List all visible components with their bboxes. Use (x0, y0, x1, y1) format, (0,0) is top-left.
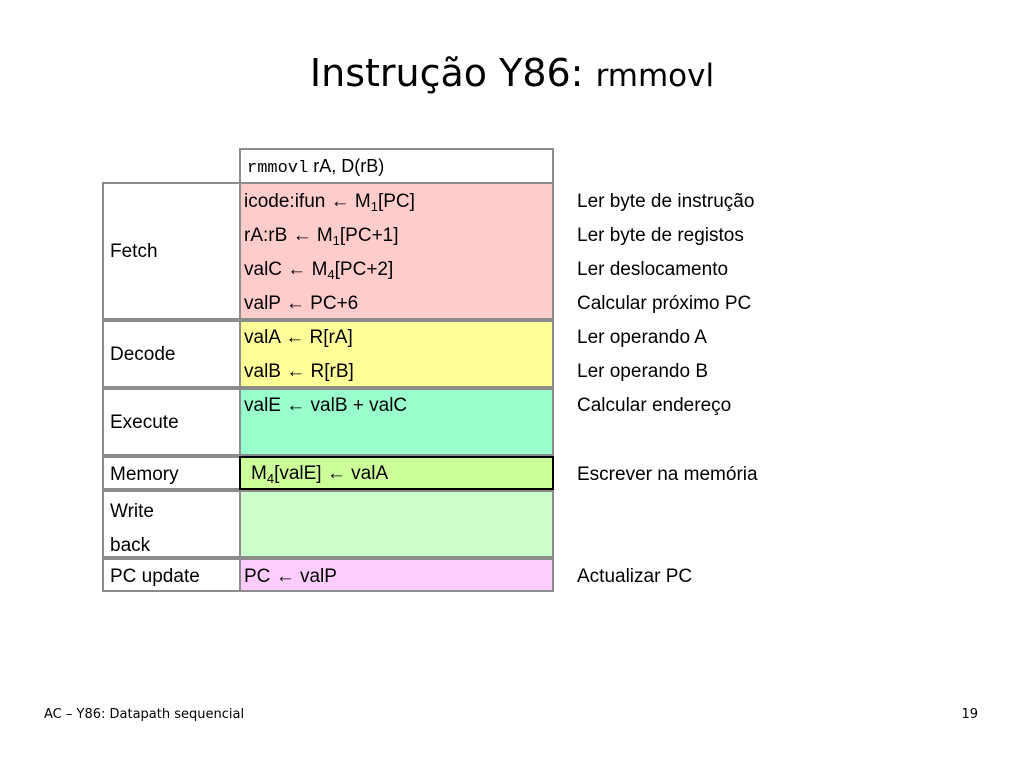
arrow-icon: ← (285, 327, 305, 348)
arrow-icon: ← (275, 566, 295, 587)
stage-decode-label: Decode (110, 344, 176, 365)
title-sub: rmmovl (595, 58, 715, 94)
desc-fetch-2: Ler byte de registos (577, 225, 744, 246)
stage-writeback-label-2: back (110, 535, 151, 556)
stage-memory-label: Memory (110, 464, 179, 485)
stage-writeback-label-1: Write (110, 501, 154, 522)
stage-pc-update: PC update (102, 558, 240, 592)
op-pc-update-1: PC ← valP (244, 566, 337, 587)
instruction-header: rmmovl rA, D(rB) (239, 148, 554, 182)
op-fetch-2: rA:rB ← M1[PC+1] (244, 225, 399, 248)
desc-fetch-4: Calcular próximo PC (577, 293, 752, 314)
memory-box (239, 456, 554, 490)
stage-decode: Decode (102, 320, 240, 388)
writeback-box (239, 490, 554, 558)
desc-decode-1: Ler operando A (577, 327, 707, 348)
stage-execute: Execute (102, 388, 240, 456)
stage-execute-label: Execute (110, 412, 179, 433)
execute-box (239, 388, 554, 456)
arrow-icon: ← (286, 361, 306, 382)
instruction-mnemonic: rmmovl (247, 159, 309, 178)
op-decode-2: valB ← R[rB] (244, 361, 354, 382)
op-decode-1: valA ← R[rA] (244, 327, 353, 348)
stage-pc-update-label: PC update (110, 566, 200, 587)
arrow-icon: ← (285, 293, 305, 314)
desc-execute-1: Calcular endereço (577, 395, 732, 416)
footer-course: AC – Y86: Datapath sequencial (44, 707, 245, 722)
decode-box (239, 320, 554, 388)
op-fetch-4: valP ← PC+6 (244, 293, 359, 314)
op-fetch-1: icode:ifun ← M1[PC] (244, 191, 415, 214)
page-number: 19 (961, 707, 978, 722)
stage-fetch: Fetch (102, 182, 240, 320)
arrow-icon: ← (286, 395, 306, 416)
arrow-icon: ← (326, 463, 346, 484)
stage-fetch-label: Fetch (110, 241, 158, 262)
op-execute-1: valE ← valB + valC (244, 395, 408, 416)
desc-decode-2: Ler operando B (577, 361, 708, 382)
op-fetch-3: valC ← M4[PC+2] (244, 259, 394, 282)
arrow-icon: ← (330, 191, 350, 212)
desc-fetch-3: Ler deslocamento (577, 259, 729, 280)
desc-memory-1: Escrever na memória (577, 464, 758, 485)
pc-update-box (239, 558, 554, 592)
arrow-icon: ← (287, 259, 307, 280)
stage-memory: Memory (102, 456, 240, 490)
instruction-operands: rA, D(rB) (308, 156, 385, 176)
fetch-box (239, 182, 554, 320)
op-memory-1: M4[valE] ← valA (251, 463, 389, 486)
title-main: Instrução Y86: (309, 51, 596, 95)
desc-pc-update-1: Actualizar PC (577, 566, 693, 587)
stage-writeback: Write back (102, 490, 240, 558)
arrow-icon: ← (292, 225, 312, 246)
desc-fetch-1: Ler byte de instrução (577, 191, 755, 212)
slide-title: Instrução Y86: rmmovl (0, 48, 1024, 101)
